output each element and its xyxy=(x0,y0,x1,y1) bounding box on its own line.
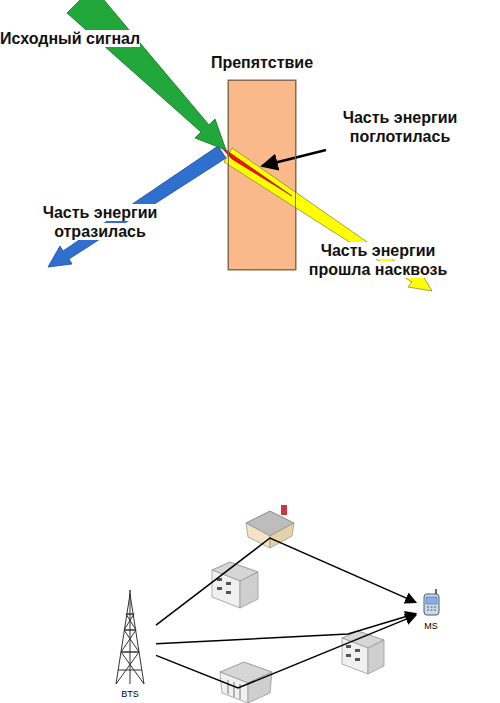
house-icon xyxy=(246,505,294,548)
mobile-station: MS xyxy=(416,586,446,632)
station-label: MS xyxy=(424,621,438,632)
bts-tower: BTS xyxy=(104,590,156,700)
phone-symbol xyxy=(416,586,446,616)
bank-icon xyxy=(220,662,272,703)
phone-body xyxy=(424,594,439,615)
incoming-arrow xyxy=(67,0,226,150)
phone-keys xyxy=(427,607,436,610)
label-text: Исходный сигнал xyxy=(0,30,140,47)
tower-lattice xyxy=(116,594,144,684)
reflected-label: Часть энергии отразилась xyxy=(20,203,180,241)
signal-label: Исходный сигнал xyxy=(0,29,200,48)
absorbed-label: Часть энергии поглотилась xyxy=(325,108,475,146)
tower-antenna xyxy=(129,590,131,596)
signal-path xyxy=(156,538,416,625)
tower-symbol xyxy=(104,590,156,686)
transmitted-label: Часть энергии прошла насквозь xyxy=(296,241,461,279)
signal-path xyxy=(156,615,416,688)
building-icon xyxy=(212,562,258,608)
label-text: Часть энергии отразилась xyxy=(43,204,158,240)
obstacle-box: Препятствие xyxy=(228,80,296,270)
phone-screen xyxy=(426,597,437,604)
signal-path xyxy=(156,614,416,644)
label-text: Часть энергии поглотилась xyxy=(343,109,458,145)
absorbed-wedge xyxy=(220,146,292,196)
station-label: BTS xyxy=(121,689,139,700)
leader-arrow xyxy=(262,150,326,166)
label-text: Часть энергии прошла насквозь xyxy=(309,242,448,278)
obstacle-heading: Препятствие xyxy=(211,54,313,72)
